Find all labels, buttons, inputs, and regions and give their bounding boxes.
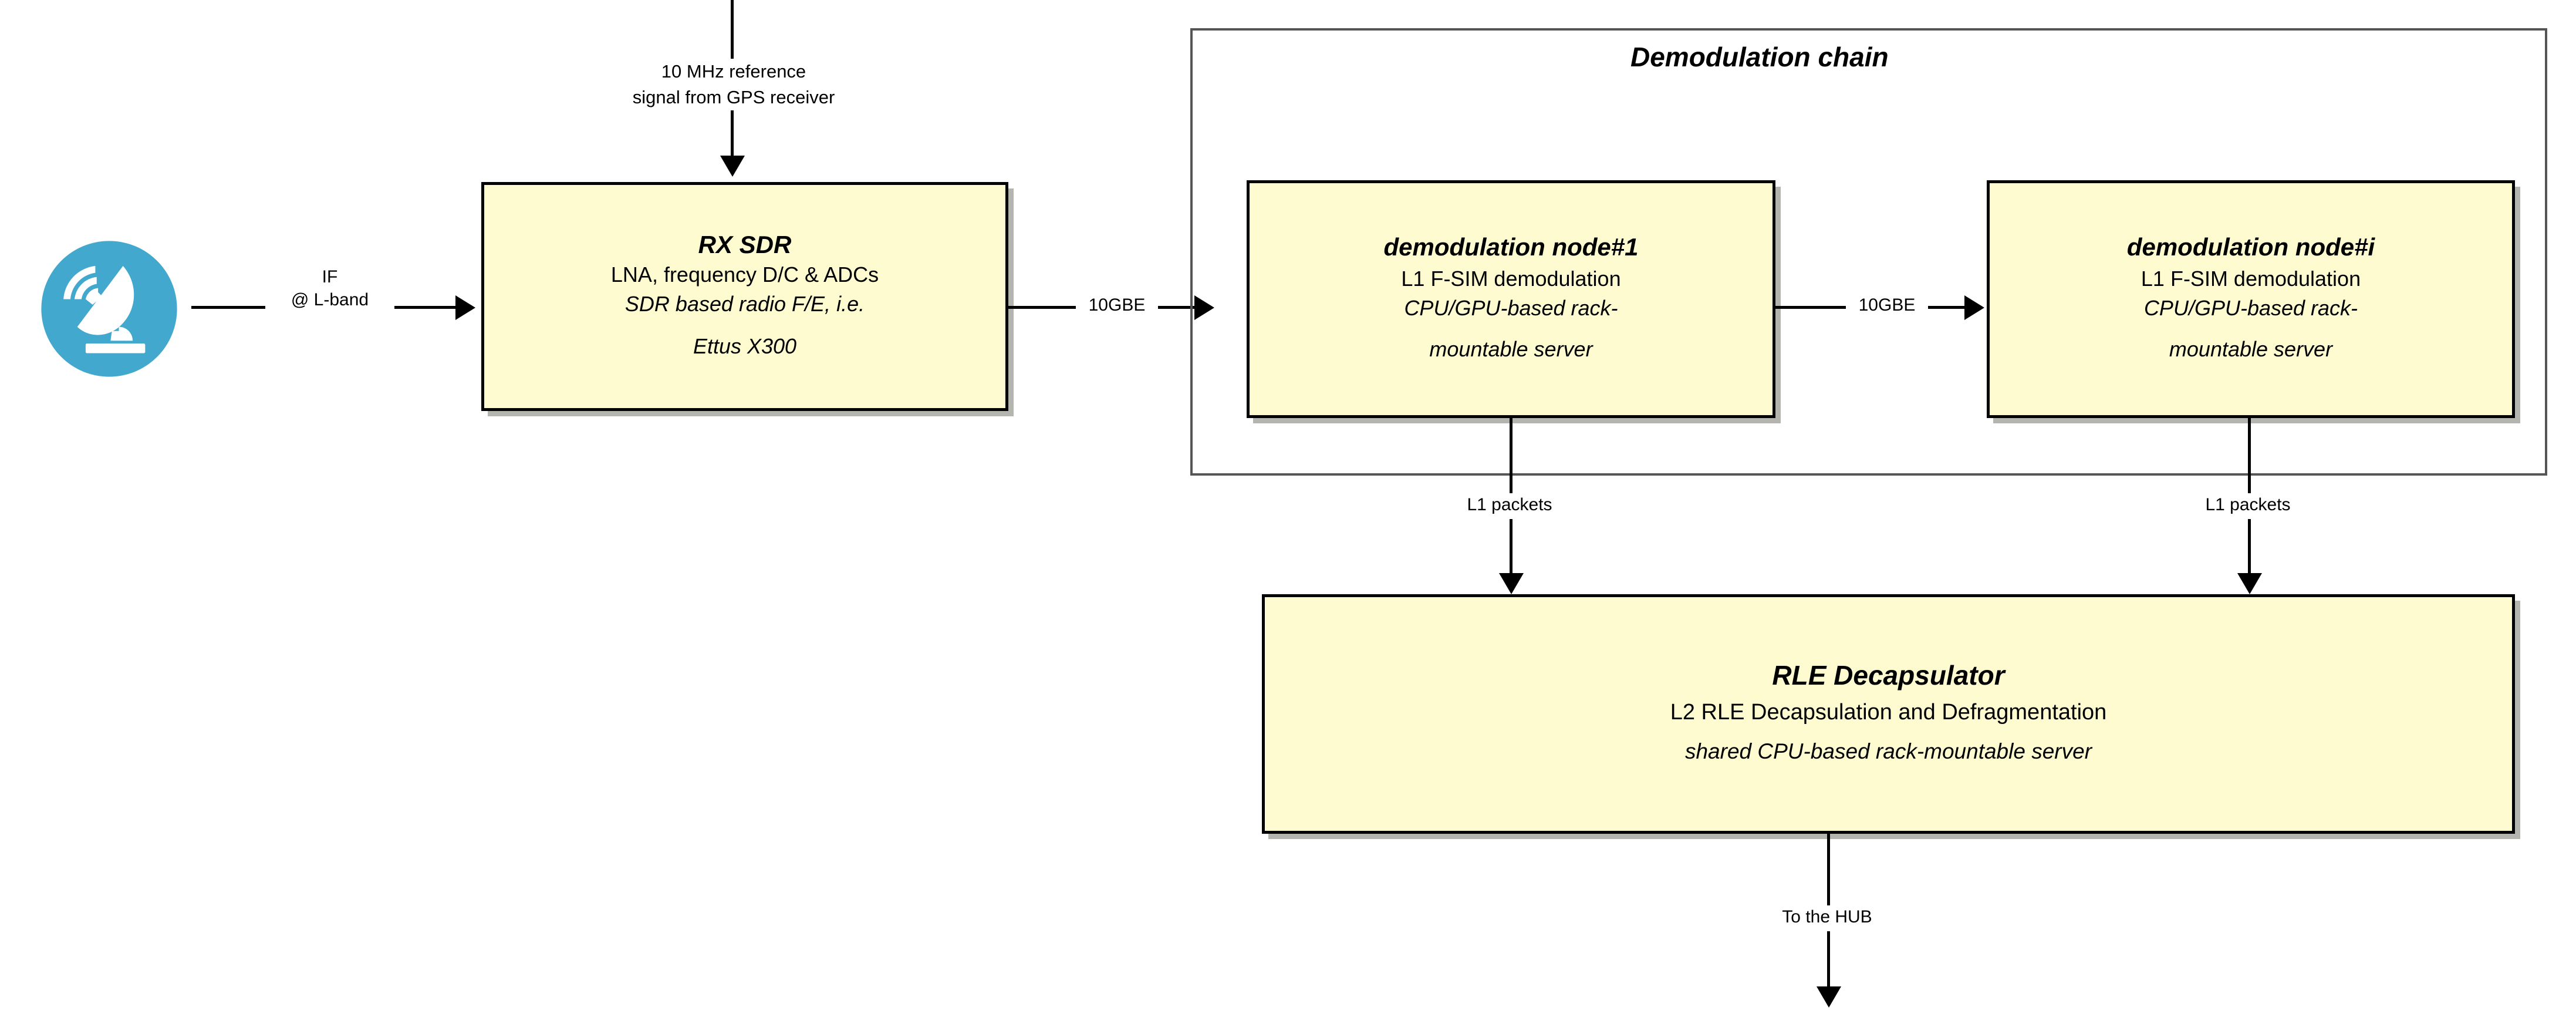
node-demodulation-node-i-line3: mountable server	[2169, 336, 2333, 361]
edge-node1-to-rle	[1510, 418, 1512, 493]
edge-nodei-to-rle-arrowhead	[2237, 573, 2262, 594]
edge-node1-to-nodei-tail	[1928, 306, 1964, 309]
node-rx-sdr-line3: Ettus X300	[693, 334, 797, 359]
edge-label-10gbe-node1-nodei: 10GBE	[1846, 294, 1928, 316]
edge-label-to-the-hub: To the HUB	[1745, 905, 1909, 928]
node-rle-decapsulator-title: RLE Decapsulator	[1772, 660, 2005, 691]
node-demodulation-node-i-line2: CPU/GPU-based rack-	[2143, 295, 2358, 320]
group-demodulation-chain-title: Demodulation chain	[1630, 42, 1889, 72]
node-demodulation-node-i-title: demodulation node#i	[2126, 233, 2375, 261]
edge-label-l1-packets-node1: L1 packets	[1427, 493, 1592, 516]
edge-nodei-to-rle	[2248, 418, 2251, 493]
node-rle-decapsulator-line1: L2 RLE Decapsulation and Defragmentation	[1670, 699, 2107, 725]
node-rx-sdr[interactable]: RX SDR LNA, frequency D/C & ADCs SDR bas…	[481, 182, 1008, 411]
node-demodulation-node-1-line1: L1 F-SIM demodulation	[1401, 266, 1621, 291]
edge-label-if-line1: IF	[322, 267, 338, 287]
node-rx-sdr-line1: LNA, frequency D/C & ADCs	[610, 262, 879, 287]
node-demodulation-node-1-line3: mountable server	[1429, 336, 1593, 361]
edge-rxsdr-to-node1-tail	[1158, 306, 1194, 309]
edge-rxsdr-to-node1-arrowhead	[1194, 295, 1214, 320]
edge-rle-to-hub-arrowhead	[1817, 986, 1841, 1008]
node-demodulation-node-1-line2: CPU/GPU-based rack-	[1404, 295, 1618, 320]
edge-rxsdr-to-node1	[1008, 306, 1076, 309]
node-demodulation-node-1-title: demodulation node#1	[1383, 233, 1639, 261]
node-demodulation-node-i-line1: L1 F-SIM demodulation	[2141, 266, 2361, 291]
edge-label-if-l-band: IF @ L-band	[265, 265, 394, 311]
node-rle-decapsulator-line2: shared CPU-based rack-mountable server	[1684, 739, 2092, 764]
edge-label-gps-line1: 10 MHz reference	[661, 61, 806, 82]
edge-label-l1-packets-nodei: L1 packets	[2166, 493, 2330, 516]
node-demodulation-node-1[interactable]: demodulation node#1 L1 F-SIM demodulatio…	[1247, 180, 1775, 418]
edge-node1-to-nodei-arrowhead	[1964, 295, 1984, 320]
edge-nodei-to-rle-tail	[2248, 519, 2251, 575]
edge-label-if-line2: @ L-band	[291, 290, 369, 309]
node-rx-sdr-line2: SDR based radio F/E, i.e.	[624, 292, 865, 316]
edge-node1-to-rle-arrowhead	[1499, 573, 1524, 594]
edge-label-gps-line2: signal from GPS receiver	[632, 87, 835, 108]
edge-rle-to-hub	[1827, 834, 1830, 905]
edge-node1-to-rle-tail	[1510, 519, 1512, 575]
node-demodulation-node-i[interactable]: demodulation node#i L1 F-SIM demodulatio…	[1987, 180, 2515, 418]
edge-label-gps-reference: 10 MHz reference signal from GPS receive…	[587, 59, 880, 111]
edge-antenna-to-rxsdr-arrowhead	[455, 295, 475, 320]
group-demodulation-chain	[1190, 28, 2547, 476]
edge-node1-to-nodei	[1775, 306, 1846, 309]
edge-rle-to-hub-tail	[1827, 931, 1830, 989]
satellite-dish-icon	[40, 240, 178, 378]
node-rle-decapsulator[interactable]: RLE Decapsulator L2 RLE Decapsulation an…	[1262, 594, 2515, 834]
node-rx-sdr-title: RX SDR	[698, 230, 792, 258]
edge-label-10gbe-sdr-node1: 10GBE	[1076, 294, 1158, 316]
edge-gps-reference-arrowhead	[720, 156, 745, 177]
